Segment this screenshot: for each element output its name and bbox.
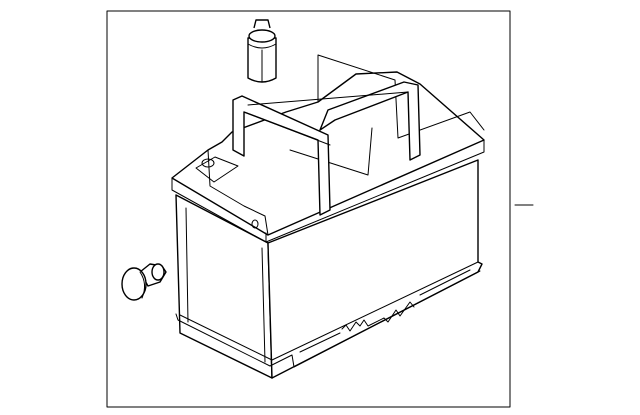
terminal-cap-rim xyxy=(139,271,146,299)
battery-side-face xyxy=(267,159,483,379)
diagram-frame xyxy=(106,10,511,408)
battery-terminal-hole xyxy=(201,158,215,168)
battery-shoulder-top xyxy=(195,156,239,183)
battery-handle-ridge xyxy=(243,91,409,146)
battery-post-indicator xyxy=(251,219,259,229)
battery-handle-left xyxy=(232,95,331,216)
terminal-cap-stem-end xyxy=(151,263,165,281)
battery-handle-right xyxy=(319,81,421,161)
battery-base-lip xyxy=(175,270,481,368)
vent-plug-top xyxy=(248,29,276,43)
terminal-cap-head xyxy=(121,267,147,301)
battery-shoulder xyxy=(207,149,269,236)
battery-lid-side-edge xyxy=(265,139,485,243)
vent-plug-band xyxy=(247,43,277,83)
terminal-cap-icon[interactable] xyxy=(121,263,167,301)
battery-icon[interactable] xyxy=(171,54,485,379)
battery-cover-block xyxy=(317,54,485,139)
battery-front-groove xyxy=(185,207,266,363)
battery-side-notch-row xyxy=(299,269,471,353)
battery-lid-front-edge xyxy=(171,177,267,243)
battery-cover-divider xyxy=(289,127,373,176)
battery-side-notches xyxy=(341,301,415,332)
vent-plug-tab xyxy=(253,19,271,29)
battery-base-rail xyxy=(179,261,479,361)
vent-plug-icon[interactable] xyxy=(247,19,277,83)
